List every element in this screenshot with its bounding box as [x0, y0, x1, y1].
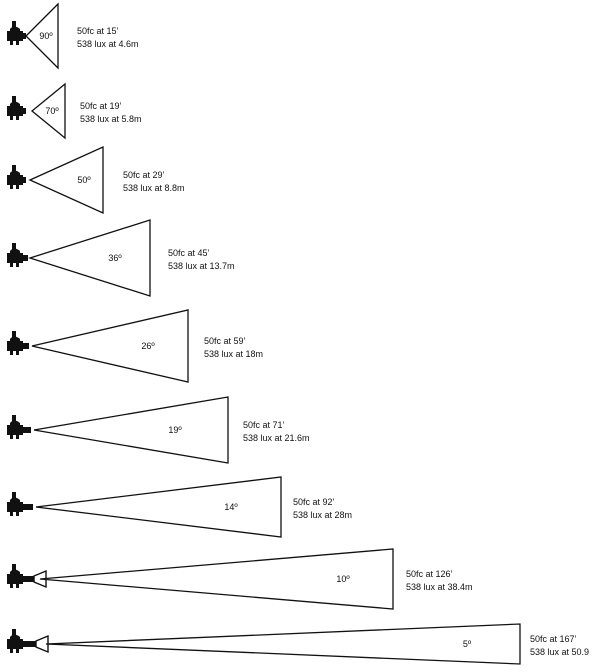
- beam-angle-label: 10º: [336, 574, 350, 584]
- fixture-icon: [7, 629, 49, 654]
- footcandle-distance: 50fc at 15’: [77, 26, 119, 36]
- beam-triangle: [28, 145, 104, 215]
- beam-triangle: [31, 309, 189, 383]
- beam-row: 90º: [7, 2, 59, 70]
- beam-row: 36º: [7, 219, 151, 297]
- beam-triangle: [25, 2, 59, 70]
- beam-angle-label: 70º: [45, 106, 59, 116]
- lux-distance: 538 lux at 50.9: [530, 647, 590, 657]
- footcandle-distance: 50fc at 29’: [123, 170, 165, 180]
- beam-triangle: [33, 396, 229, 464]
- fixture-icon: [7, 415, 31, 439]
- fixture-icon: [7, 21, 26, 45]
- throw-distance-label: 50fc at 59’ 538 lux at 18m: [204, 335, 263, 361]
- lux-distance: 538 lux at 5.8m: [80, 114, 142, 124]
- lux-distance: 538 lux at 38.4m: [406, 582, 473, 592]
- lux-distance: 538 lux at 18m: [204, 349, 264, 359]
- beam-triangle: [30, 82, 66, 140]
- beam-row: 50º: [7, 145, 104, 215]
- footcandle-distance: 50fc at 71’: [243, 420, 285, 430]
- beam-triangle: [35, 476, 282, 538]
- throw-distance-label: 50fc at 126’ 538 lux at 38.4m: [406, 568, 473, 594]
- beam-row: 10º: [7, 548, 394, 610]
- lux-distance: 538 lux at 28m: [293, 510, 353, 520]
- lux-distance: 538 lux at 4.6m: [77, 39, 139, 49]
- throw-distance-label: 50fc at 19’ 538 lux at 5.8m: [80, 100, 142, 126]
- beam-triangle: [39, 548, 394, 610]
- footcandle-distance: 50fc at 45’: [168, 248, 210, 258]
- lux-distance: 538 lux at 21.6m: [243, 433, 310, 443]
- beam-angle-label: 36º: [108, 253, 122, 263]
- beam-triangle: [45, 623, 521, 665]
- beam-row: 70º: [7, 82, 66, 140]
- throw-distance-label: 50fc at 45’ 538 lux at 13.7m: [168, 247, 235, 273]
- lux-distance: 538 lux at 8.8m: [123, 183, 185, 193]
- beam-row: 5º: [7, 623, 521, 665]
- beam-row: 14º: [7, 476, 282, 538]
- throw-distance-label: 50fc at 15’ 538 lux at 4.6m: [77, 25, 139, 51]
- throw-distance-label: 50fc at 167’ 538 lux at 50.9: [530, 633, 589, 659]
- lux-distance: 538 lux at 13.7m: [168, 261, 235, 271]
- beam-triangle: [27, 219, 151, 297]
- fixture-icon: [7, 96, 26, 120]
- beam-row: 19º: [7, 396, 229, 464]
- fixture-icon: [7, 564, 47, 589]
- footcandle-distance: 50fc at 59’: [204, 336, 246, 346]
- fixture-icon: [7, 331, 29, 355]
- beam-angle-label: 90º: [39, 31, 53, 41]
- beam-angle-label: 5º: [463, 639, 472, 649]
- throw-distance-label: 50fc at 29’ 538 lux at 8.8m: [123, 169, 185, 195]
- throw-distance-label: 50fc at 71’ 538 lux at 21.6m: [243, 419, 310, 445]
- beam-angle-label: 19º: [168, 425, 182, 435]
- footcandle-distance: 50fc at 126’: [406, 569, 453, 579]
- beam-angle-label: 50º: [77, 175, 91, 185]
- footcandle-distance: 50fc at 19’: [80, 101, 122, 111]
- fixture-icon: [7, 243, 28, 267]
- beam-angle-label: 14º: [224, 502, 238, 512]
- beam-row: 26º: [7, 309, 189, 383]
- footcandle-distance: 50fc at 167’: [530, 634, 577, 644]
- throw-distance-label: 50fc at 92’ 538 lux at 28m: [293, 496, 352, 522]
- fixture-icon: [7, 492, 33, 516]
- fixture-icon: [7, 165, 26, 189]
- beam-angle-label: 26º: [141, 341, 155, 351]
- footcandle-distance: 50fc at 92’: [293, 497, 335, 507]
